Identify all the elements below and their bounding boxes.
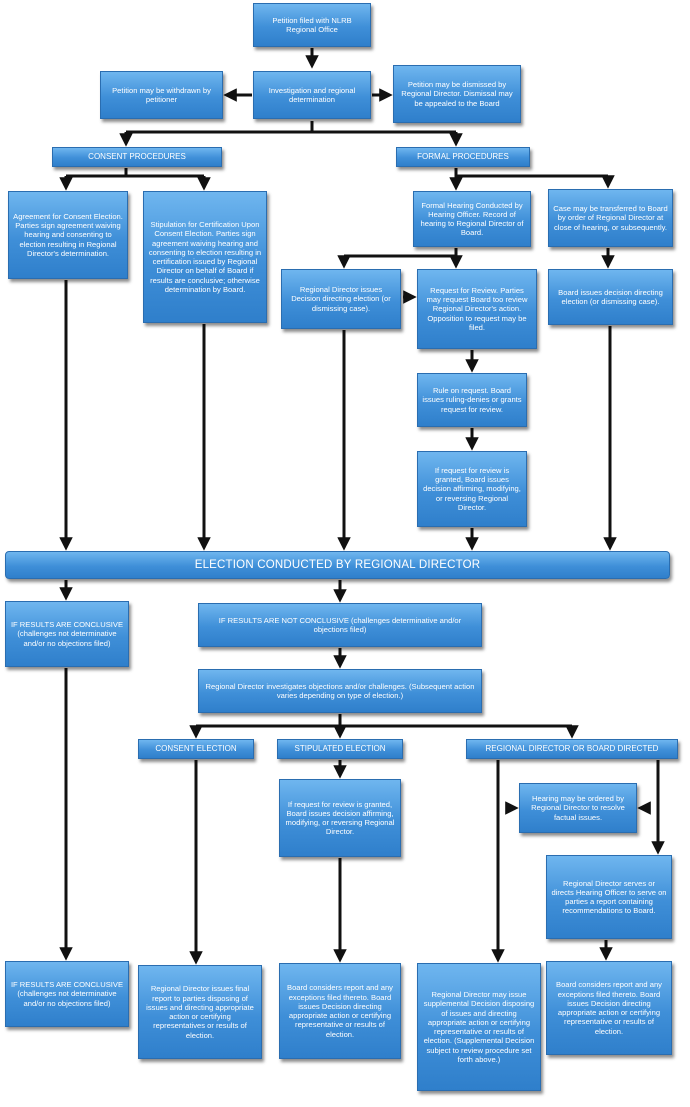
rd-serves-report-box: Regional Director serves or directs Hear… (546, 855, 672, 939)
results-not-conclusive-box: IF RESULTS ARE NOT CONCLUSIVE (challenge… (198, 603, 482, 647)
rd-final-report-box: Regional Director issues final report to… (138, 965, 262, 1059)
formal-hearing-box: Formal Hearing Conducted by Hearing Offi… (413, 191, 531, 247)
review-granted-box-2: If request for review is granted, Board … (279, 779, 401, 857)
stipulation-box: Stipulation for Certification Upon Conse… (143, 191, 267, 323)
rd-supplemental-box: Regional Director may issue supplemental… (417, 963, 541, 1091)
rule-request-box: Rule on request. Board issues ruling-den… (417, 373, 527, 427)
hearing-ordered-box: Hearing may be ordered by Regional Direc… (519, 783, 637, 833)
investigation-box: Investigation and regional determination (253, 71, 371, 119)
review-granted-box-1: If request for review is granted, Board … (417, 451, 527, 527)
board-decision-direct-box: Board issues decision directing election… (548, 269, 673, 325)
rd-investigates-box: Regional Director investigates objection… (198, 669, 482, 713)
petition-filed-box: Petition filed with NLRB Regional Office (253, 3, 371, 47)
petition-withdrawn-box: Petition may be withdrawn by petitioner (100, 71, 223, 119)
formal-procedures-header: FORMAL PROCEDURES (396, 147, 530, 167)
consent-procedures-header: CONSENT PROCEDURES (52, 147, 222, 167)
agreement-consent-box: Agreement for Consent Election. Parties … (8, 191, 128, 279)
results-conclusive-box-1: IF RESULTS ARE CONCLUSIVE (challenges no… (5, 601, 129, 667)
rd-or-board-directed-header: REGIONAL DIRECTOR OR BOARD DIRECTED (466, 739, 678, 759)
results-conclusive-box-2: IF RESULTS ARE CONCLUSIVE (challenges no… (5, 961, 129, 1027)
board-considers-box-1: Board considers report and any exception… (279, 963, 401, 1059)
petition-dismissed-box: Petition may be dismissed by Regional Di… (393, 65, 521, 123)
stipulated-election-header: STIPULATED ELECTION (277, 739, 403, 759)
request-review-box: Request for Review. Parties may request … (417, 269, 537, 349)
consent-election-header: CONSENT ELECTION (138, 739, 254, 759)
case-transfer-box: Case may be transferred to Board by orde… (548, 189, 673, 247)
rd-decision-box: Regional Director issues Decision direct… (281, 269, 401, 329)
election-conducted-banner: ELECTION CONDUCTED BY REGIONAL DIRECTOR (5, 551, 670, 579)
board-considers-box-2: Board considers report and any exception… (546, 961, 672, 1055)
